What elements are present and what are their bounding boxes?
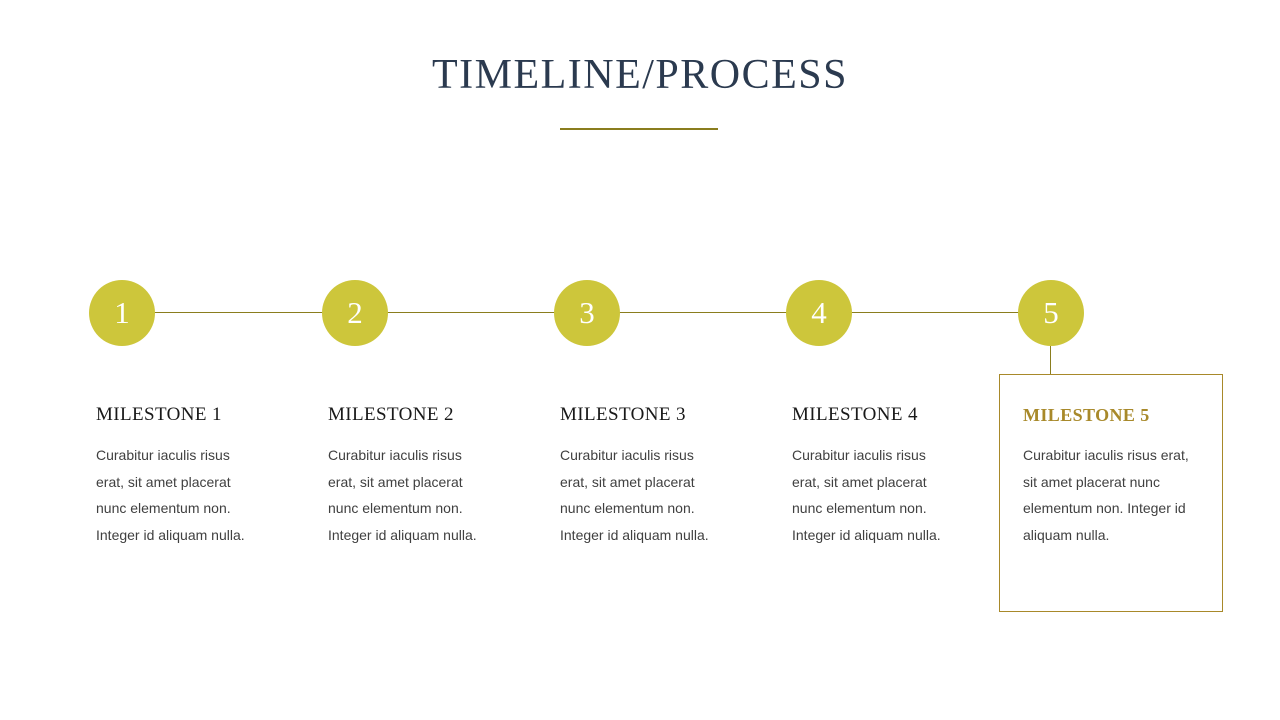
timeline-node-4[interactable]: 4 [786,280,852,346]
milestone-heading-3: MILESTONE 3 [560,404,686,425]
milestone-column-4: MILESTONE 4 Curabitur iaculis risus erat… [792,402,992,548]
title-underline-rule [560,128,718,130]
milestone-body-4: Curabitur iaculis risus erat, sit amet p… [792,447,941,543]
milestone-heading-5: MILESTONE 5 [1023,405,1150,425]
milestone-body-1: Curabitur iaculis risus erat, sit amet p… [96,447,245,543]
milestone-heading-2: MILESTONE 2 [328,404,454,425]
timeline-node-1[interactable]: 1 [89,280,155,346]
milestone-heading-1: MILESTONE 1 [96,404,222,425]
milestone-body-2: Curabitur iaculis risus erat, sit amet p… [328,447,477,543]
milestone-5-connector-line [1050,346,1051,375]
timeline-node-3[interactable]: 3 [554,280,620,346]
milestone-body-5: Curabitur iaculis risus erat, sit amet p… [1023,447,1189,543]
timeline-node-2[interactable]: 2 [322,280,388,346]
milestone-column-1: MILESTONE 1 Curabitur iaculis risus erat… [96,402,296,548]
milestone-column-2: MILESTONE 2 Curabitur iaculis risus erat… [328,402,528,548]
milestone-heading-4: MILESTONE 4 [792,404,918,425]
milestone-body-3: Curabitur iaculis risus erat, sit amet p… [560,447,709,543]
page-title: TIMELINE/PROCESS [431,52,849,98]
timeline-node-5[interactable]: 5 [1018,280,1084,346]
milestone-column-5: MILESTONE 5 Curabitur iaculis risus erat… [1023,402,1223,548]
milestone-column-3: MILESTONE 3 Curabitur iaculis risus erat… [560,402,760,548]
milestone-5-highlight-box[interactable] [999,374,1223,612]
